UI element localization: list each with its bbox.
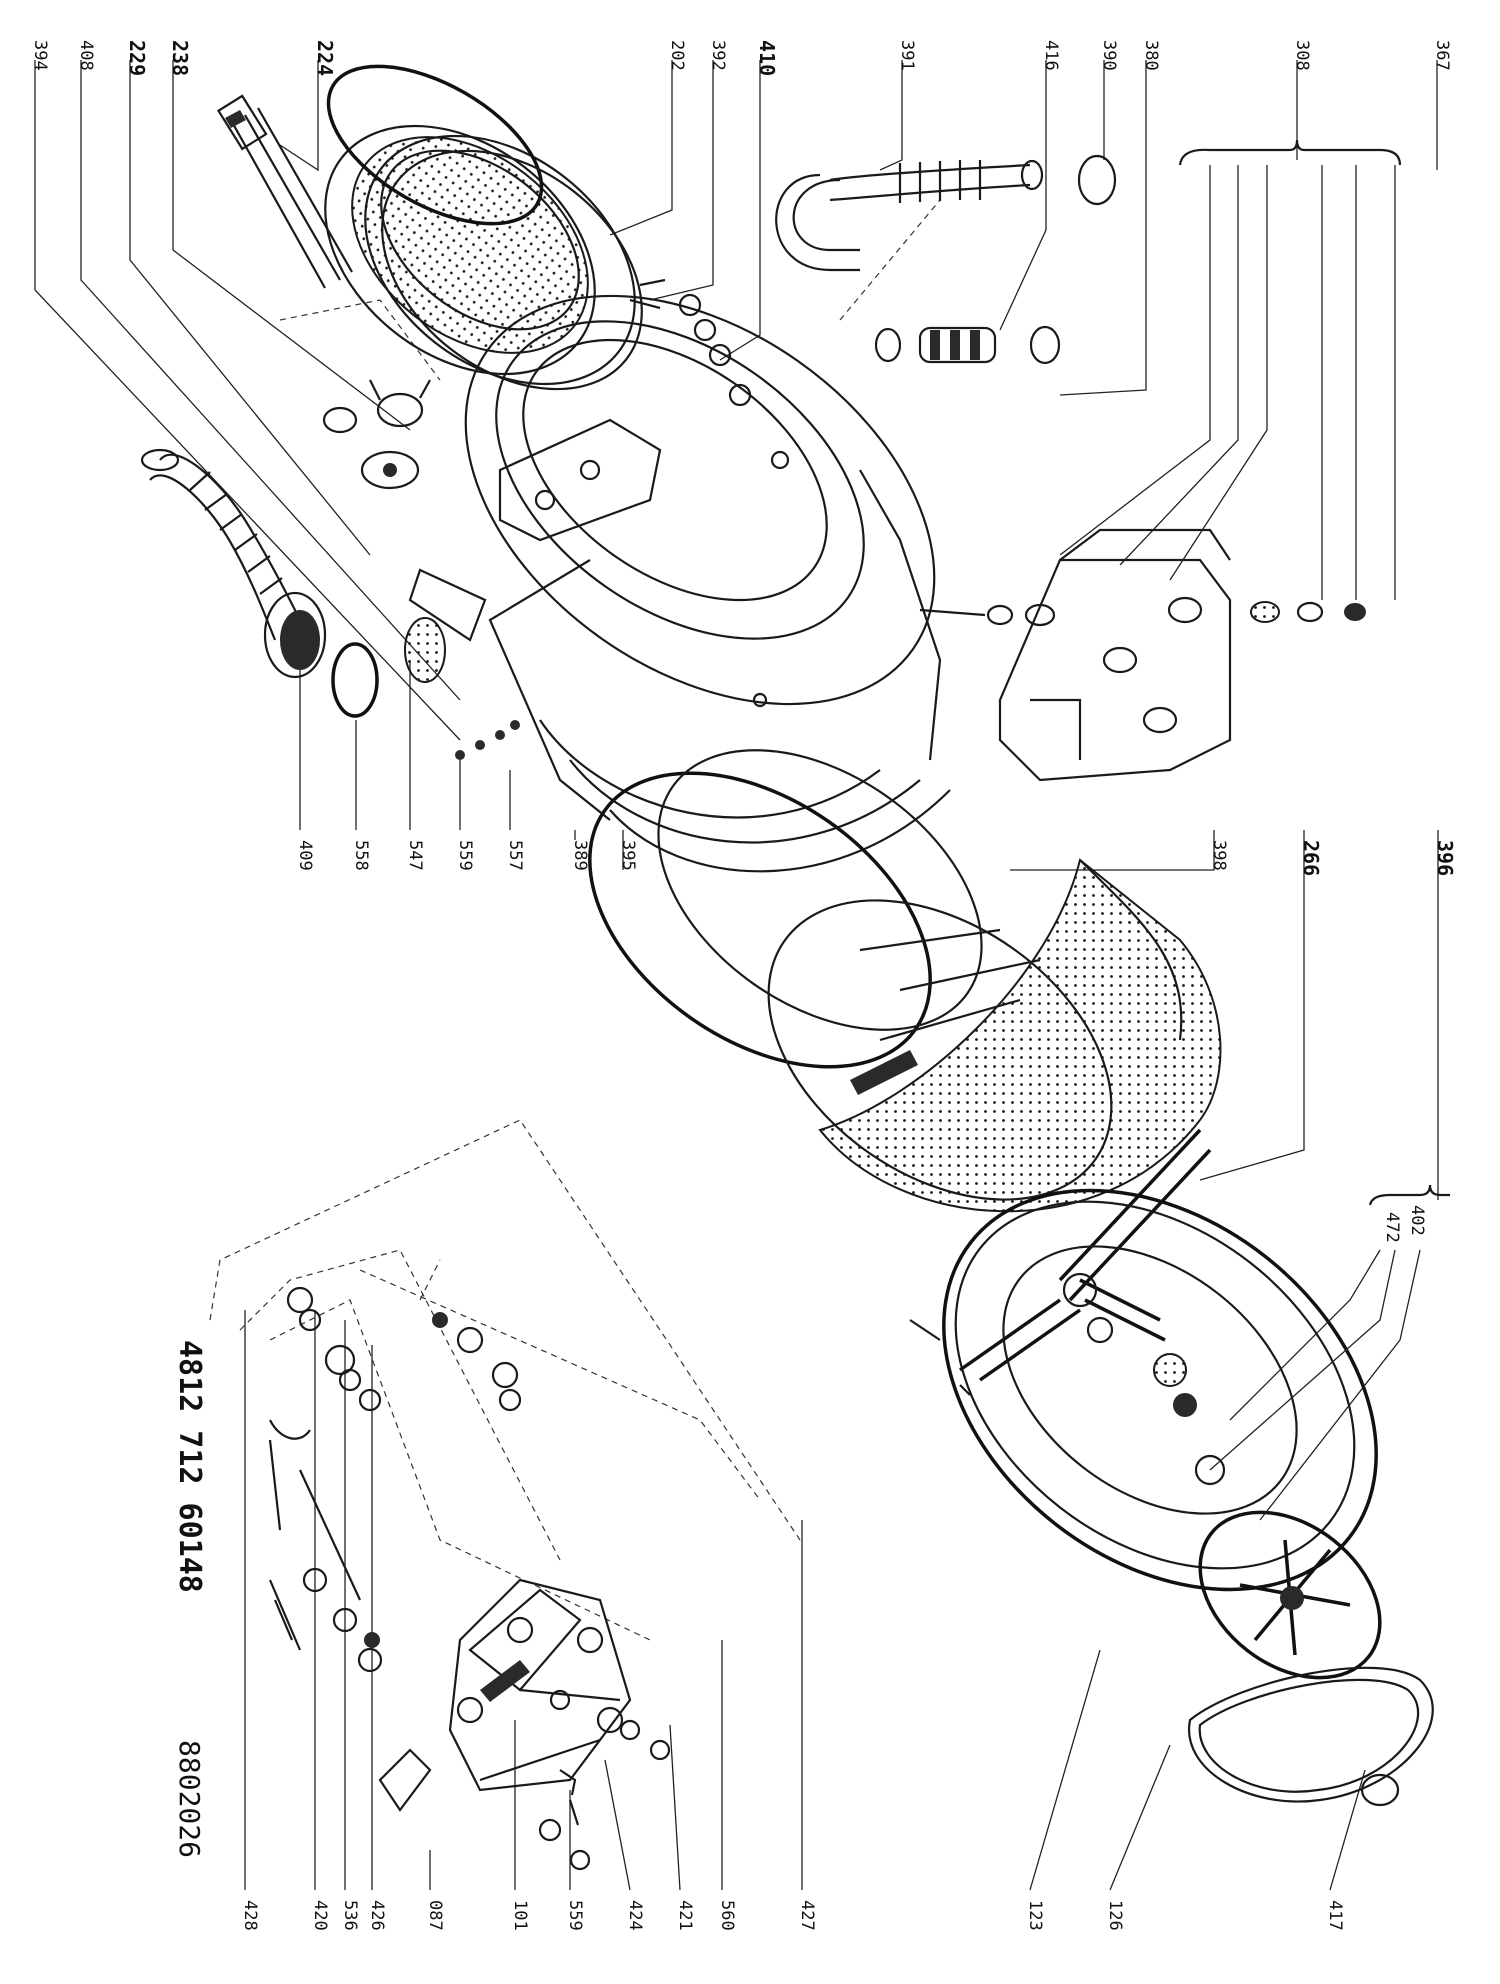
label-395: 395 (618, 840, 638, 871)
drive-belt-126 (1187, 1666, 1434, 1803)
label-123: 123 (1025, 1900, 1045, 1931)
sump-hose-409 (140, 448, 327, 679)
label-402: 402 (1407, 1205, 1427, 1236)
labels-bottom: 428 420 536 426 087 101 559 424 421 560 … (240, 1900, 1345, 1931)
label-101: 101 (510, 1900, 530, 1931)
label-398: 398 (1209, 840, 1229, 871)
drawing-number: 8802026 (173, 1740, 206, 1858)
connector-087 (378, 1748, 432, 1812)
label-472: 472 (1382, 1212, 1402, 1243)
label-557: 557 (505, 840, 525, 871)
label-380: 380 (1141, 40, 1161, 71)
motor-101 (448, 1578, 632, 1826)
label-238: 238 (168, 40, 192, 76)
hose-391 (775, 159, 1044, 272)
top-bracket (498, 418, 662, 542)
label-408: 408 (76, 40, 96, 71)
thermostat-238 (369, 379, 431, 428)
label-417: 417 (1325, 1900, 1345, 1931)
label-560: 560 (717, 1900, 737, 1931)
label-391: 391 (897, 40, 917, 71)
label-394: 394 (30, 40, 50, 71)
parts-artwork (140, 64, 1434, 1871)
part-code: 4812 712 60148 (172, 1340, 207, 1593)
label-389: 389 (570, 840, 590, 871)
label-229: 229 (125, 40, 149, 76)
label-421: 421 (675, 1900, 695, 1931)
label-126: 126 (1105, 1900, 1125, 1931)
small-hose-416 (874, 325, 1061, 365)
label-558: 558 (351, 840, 371, 871)
label-416: 416 (1041, 40, 1061, 71)
heater-element-224 (216, 94, 353, 289)
labels-mid: 402 472 (1209, 1184, 1450, 1521)
label-367: 367 (1432, 40, 1452, 71)
label-426: 426 (367, 1900, 387, 1931)
washers-308 (919, 601, 1366, 627)
clamp-ring (326, 64, 544, 226)
door-seal-202 (324, 124, 643, 391)
codes: 4812 712 60148 8802026 (172, 1340, 207, 1858)
label-202: 202 (667, 40, 687, 71)
leader-lines (34, 60, 1439, 1891)
large-pulley-402 (942, 1188, 1378, 1592)
label-547: 547 (405, 840, 425, 871)
label-224: 224 (313, 40, 337, 76)
mount-hardware (268, 1286, 671, 1871)
screws-557-559 (455, 720, 520, 760)
sensor-229 (360, 450, 420, 490)
drum-266 (767, 858, 1222, 1213)
label-536: 536 (340, 1900, 360, 1931)
label-410: 410 (755, 40, 779, 76)
label-087: 087 (425, 1900, 445, 1931)
label-409: 409 (295, 840, 315, 871)
label-308: 308 (1292, 40, 1312, 71)
counterweight-380 (998, 528, 1232, 782)
outer-tub-389 (408, 294, 951, 873)
clamp-558 (331, 642, 379, 718)
motor-pulley-123 (1198, 1510, 1382, 1680)
label-396: 396 (1433, 840, 1457, 876)
label-427: 427 (797, 1900, 817, 1931)
labels-top: 394 408 229 238 224 202 392 410 391 416 … (30, 40, 1452, 76)
label-559: 559 (455, 840, 475, 871)
label-428: 428 (240, 1900, 260, 1931)
seal-ring-398 (657, 749, 983, 1031)
label-390: 390 (1099, 40, 1119, 71)
label-392: 392 (708, 40, 728, 71)
nut-417 (1360, 1773, 1400, 1807)
label-424: 424 (625, 1900, 645, 1931)
labels-left: 409 558 547 559 557 389 395 398 266 396 (295, 840, 1457, 876)
label-559-bottom: 559 (565, 1900, 585, 1931)
clamp-390 (1077, 154, 1117, 206)
label-266: 266 (1299, 840, 1323, 876)
filter-547 (404, 617, 446, 683)
label-420: 420 (310, 1900, 330, 1931)
